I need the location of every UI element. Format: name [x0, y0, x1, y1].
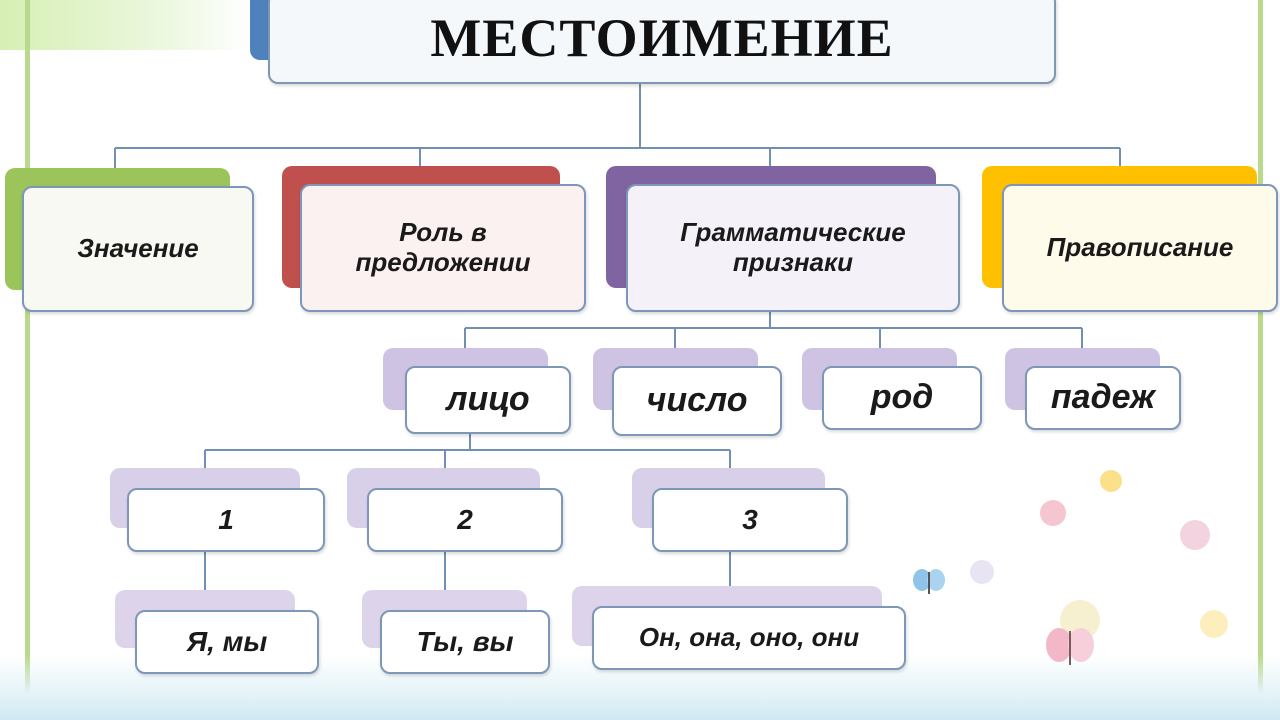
- example-box-first: Я, мы: [135, 610, 319, 674]
- category-box-meaning: Значение: [22, 186, 254, 312]
- person-box-2: 2: [367, 488, 563, 552]
- top-decoration-stripe: [0, 0, 250, 50]
- feature-label: падеж: [1050, 378, 1156, 417]
- category-label: Роль в предложении: [355, 217, 531, 277]
- frame-right-border: [1258, 0, 1263, 720]
- person-label: 1: [218, 503, 234, 535]
- feature-box-person: лицо: [405, 366, 571, 434]
- feature-box-case: падеж: [1025, 366, 1181, 430]
- person-box-1: 1: [127, 488, 325, 552]
- feature-box-gender: род: [822, 366, 982, 430]
- butterfly-icon: [1045, 625, 1095, 671]
- category-box-grammar: Грамматические признаки: [626, 184, 960, 312]
- person-label: 3: [742, 503, 758, 535]
- title-box: МЕСТОИМЕНИЕ: [268, 0, 1056, 84]
- example-box-third: Он, она, оно, они: [592, 606, 906, 670]
- butterfly-icon: [912, 568, 946, 598]
- flower-decoration: [970, 560, 994, 584]
- category-label: Значение: [77, 233, 199, 264]
- feature-label: род: [870, 378, 934, 417]
- category-box-role: Роль в предложении: [300, 184, 586, 312]
- flower-decoration: [1200, 610, 1228, 638]
- category-label: Грамматические признаки: [680, 217, 906, 277]
- example-label: Он, она, оно, они: [638, 622, 860, 653]
- category-label: Правописание: [1046, 232, 1234, 263]
- flower-decoration: [1180, 520, 1210, 550]
- example-box-second: Ты, вы: [380, 610, 550, 674]
- example-label: Ты, вы: [416, 625, 514, 657]
- person-box-3: 3: [652, 488, 848, 552]
- category-box-spelling: Правописание: [1002, 184, 1278, 312]
- feature-label: лицо: [446, 380, 530, 419]
- person-label: 2: [457, 503, 473, 535]
- example-label: Я, мы: [186, 625, 268, 657]
- page-title: МЕСТОИМЕНИЕ: [430, 8, 894, 68]
- flower-decoration: [1100, 470, 1122, 492]
- flower-decoration: [1040, 500, 1066, 526]
- feature-label: число: [646, 381, 748, 420]
- frame-left-border: [25, 0, 30, 720]
- feature-box-number: число: [612, 366, 782, 436]
